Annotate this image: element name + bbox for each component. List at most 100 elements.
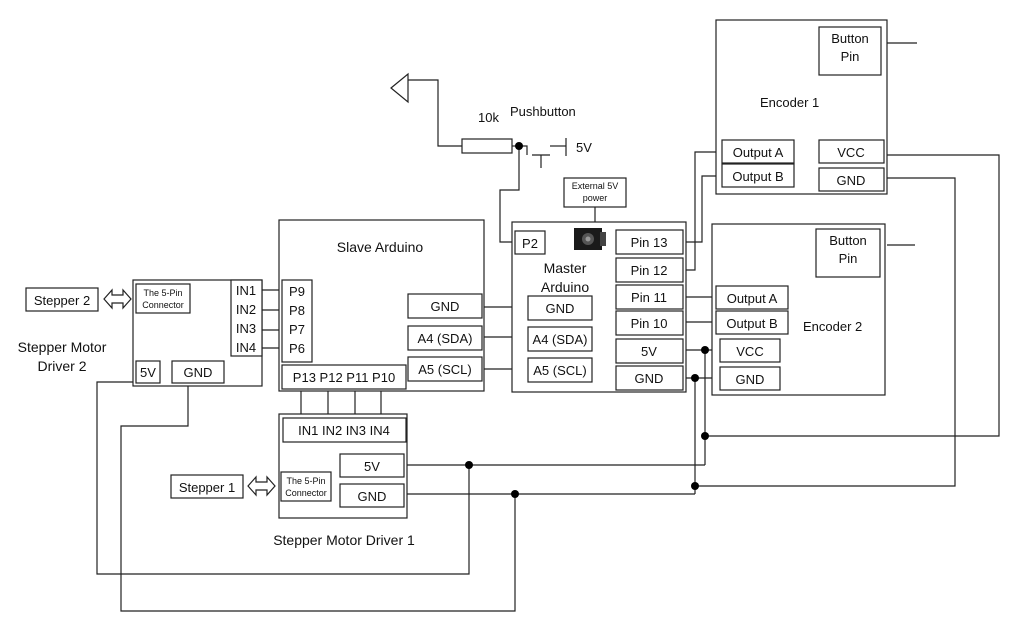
- master-gnd-left-label: GND: [546, 301, 575, 316]
- slave-arduino: Slave Arduino P9 P8 P7 P6 P13 P12 P11 P1…: [278, 219, 485, 392]
- master-pin12: [615, 257, 684, 283]
- slave-arduino-title: Slave Arduino: [337, 239, 424, 255]
- enc1-output-a-wire: [683, 151, 722, 271]
- driver-2-5v-label: 5V: [140, 365, 156, 380]
- pushbutton-symbol: [532, 138, 567, 168]
- driver-2-in3: IN3: [236, 321, 256, 336]
- slave-scl: [407, 356, 483, 382]
- master-pin12-label: Pin 12: [631, 263, 668, 278]
- encoder-1-output-b-label: Output B: [732, 169, 783, 184]
- driver-1-connector-label: Connector: [285, 488, 327, 498]
- master-arduino: Master Arduino P2 Pin 13 Pin 12 Pin 11 P…: [511, 221, 687, 393]
- encoder-2-button-label: Button: [829, 233, 867, 248]
- junction-dot: [515, 142, 523, 150]
- encoder-1-title: Encoder 1: [760, 95, 819, 110]
- double-arrow-icon: [103, 288, 132, 310]
- master-arduino-title: Arduino: [541, 279, 589, 295]
- master-arduino-title: Master: [544, 260, 587, 276]
- enc1-gnd-wire: [695, 177, 956, 487]
- master-pin11: [615, 284, 684, 310]
- encoder-1-button-label: Button: [831, 31, 869, 46]
- master-gnd-right: [615, 365, 684, 391]
- master-sda-label: A4 (SDA): [533, 332, 588, 347]
- driver-2-name: Stepper Motor: [18, 339, 107, 355]
- driver-1-gnd-label: GND: [358, 489, 387, 504]
- encoder-1-gnd: [818, 167, 885, 192]
- ground-symbol: [390, 72, 409, 104]
- master-sda: [527, 326, 593, 352]
- encoder-1-button-pin: [818, 26, 882, 76]
- slave-gnd-label: GND: [431, 299, 460, 314]
- encoder-2-vcc: [719, 338, 781, 363]
- encoder-1-output-a-label: Output A: [733, 145, 784, 160]
- master-pin10-label: Pin 10: [631, 316, 668, 331]
- slave-gnd: [407, 293, 483, 319]
- master-p2-label: P2: [522, 236, 538, 251]
- slave-scl-label: A5 (SCL): [418, 362, 471, 377]
- driver-2-connector-label: The 5-Pin: [143, 288, 182, 298]
- master-scl: [527, 357, 593, 383]
- master-5v-label: 5V: [641, 344, 657, 359]
- external-power-label: power: [583, 193, 608, 203]
- stepper-2-label: Stepper 2: [34, 293, 90, 308]
- stepper-2-box: [25, 287, 99, 312]
- external-power-box: [563, 177, 627, 208]
- encoder-1-vcc-label: VCC: [837, 145, 864, 160]
- driver-1-5v: [339, 453, 405, 478]
- driver-1-inputs-label: IN1 IN2 IN3 IN4: [298, 423, 390, 438]
- junction-dot: [691, 374, 699, 382]
- master-scl-label: A5 (SCL): [533, 363, 586, 378]
- encoder-1-output-b: [721, 163, 795, 188]
- master-pin13: [615, 229, 684, 255]
- master-5v: [615, 338, 684, 364]
- slave-pin-p6: P6: [289, 341, 305, 356]
- encoder-2-output-a: [715, 285, 789, 310]
- encoder-2-button-pin: [815, 228, 881, 278]
- external-power-label: External 5V: [572, 181, 619, 191]
- junction-dot: [511, 490, 519, 498]
- master-gnd-right-label: GND: [635, 371, 664, 386]
- encoder-1-gnd-label: GND: [837, 173, 866, 188]
- master-pin10: [615, 310, 684, 336]
- encoder-2-vcc-label: VCC: [736, 344, 763, 359]
- dc-jack-icon: [574, 228, 606, 250]
- stepper-driver-2: The 5-Pin Connector IN1 IN2 IN3 IN4 5V G…: [132, 279, 263, 387]
- junction-dot: [691, 482, 699, 490]
- double-arrow-icon: [247, 475, 276, 497]
- driver-1-name: Stepper Motor Driver 1: [273, 532, 415, 548]
- encoder-2-gnd: [719, 366, 781, 391]
- junction-dot: [465, 461, 473, 469]
- encoder-2-gnd-label: GND: [736, 372, 765, 387]
- encoder-1-button-label: Pin: [841, 49, 860, 64]
- stepper-1-box: [170, 474, 244, 499]
- encoder-2-title: Encoder 2: [803, 319, 862, 334]
- driver-2-gnd: [171, 360, 225, 384]
- master-pin13-label: Pin 13: [631, 235, 668, 250]
- encoder-2-output-a-label: Output A: [727, 291, 778, 306]
- stepper-1-label: Stepper 1: [179, 480, 235, 495]
- slave-pin-p8: P8: [289, 303, 305, 318]
- encoder-2-output-b: [715, 310, 789, 335]
- encoder-2: Encoder 2 Button Pin Output A Output B V…: [711, 223, 886, 396]
- driver-2-connector-label: Connector: [142, 300, 184, 310]
- node-to-p2-wire: [499, 146, 520, 243]
- driver-1-5v-label: 5V: [364, 459, 380, 474]
- slave-pin-p7: P7: [289, 322, 305, 337]
- junction-dot: [701, 432, 709, 440]
- driver-1-connector: [280, 471, 332, 502]
- resistor-label: 10k: [478, 110, 499, 125]
- driver2-5v-wire: [96, 381, 470, 575]
- junctions: [465, 142, 709, 498]
- slave-sda: [407, 325, 483, 351]
- driver-1-gnd: [339, 483, 405, 508]
- master-pin11-label: Pin 11: [631, 290, 667, 305]
- slave-left-pins: [281, 279, 313, 363]
- master-gnd-left: [527, 295, 593, 321]
- enc1-output-b-wire: [683, 175, 722, 243]
- driver-2-in2: IN2: [236, 302, 256, 317]
- driver-2-in1: IN1: [236, 283, 256, 298]
- driver-1-inputs: [282, 417, 407, 443]
- ground-wire: [408, 79, 462, 147]
- driver2-gnd-wire: [120, 382, 516, 612]
